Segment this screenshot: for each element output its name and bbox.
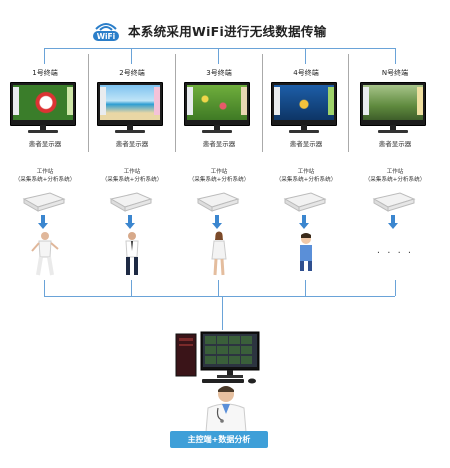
router-icon bbox=[22, 192, 66, 212]
arrow-down-icon bbox=[388, 215, 398, 229]
display-label: 患者显示器 bbox=[28, 140, 62, 148]
column-divider bbox=[88, 54, 89, 152]
patient-monitor bbox=[360, 82, 426, 126]
terminal-column: 2号终端 患者显示器 工作站（采集系统+分析系统） bbox=[87, 56, 177, 281]
display-label: 患者显示器 bbox=[115, 140, 149, 148]
bottom-connector-rise bbox=[218, 280, 219, 296]
column-divider bbox=[348, 54, 349, 152]
patient-monitor bbox=[97, 82, 163, 126]
top-connector-drop bbox=[131, 48, 132, 64]
main-control-label: 主控端+数据分析 bbox=[170, 431, 268, 448]
router-icon bbox=[109, 192, 153, 212]
workstation-label: 工作站（采集系统+分析系统） bbox=[101, 169, 163, 183]
router-icon bbox=[196, 192, 240, 212]
patient-monitor bbox=[271, 82, 337, 126]
router-icon bbox=[283, 192, 327, 212]
display-label: 患者显示器 bbox=[202, 140, 236, 148]
monitor-screen-underwater bbox=[274, 85, 334, 120]
terminal-label: 1号终端 bbox=[32, 69, 58, 77]
arrow-down-icon bbox=[299, 215, 309, 229]
arrow-down-icon bbox=[212, 215, 222, 229]
arrow-down-icon bbox=[38, 215, 48, 229]
patient-monitor bbox=[184, 82, 250, 126]
patient-figure-icon bbox=[31, 232, 59, 276]
top-connector-drop bbox=[395, 48, 396, 64]
terminal-column: N号终端 患者显示器 工作站（采集系统+分析系统） · · · · bbox=[350, 56, 440, 281]
terminal-label: 2号终端 bbox=[119, 69, 145, 77]
workstation-label: 工作站（采集系统+分析系统） bbox=[188, 169, 250, 183]
terminal-column: 3号终端 患者显示器 工作站（采集系统+分析系统） bbox=[174, 56, 264, 281]
top-connector-drop bbox=[44, 48, 45, 64]
column-divider bbox=[175, 54, 176, 152]
main-connector-drop bbox=[222, 296, 223, 330]
terminal-label: 4号终端 bbox=[293, 69, 319, 77]
workstation-label: 工作站（采集系统+分析系统） bbox=[364, 169, 426, 183]
monitor-screen-garden bbox=[187, 85, 247, 120]
workstation-label: 工作站（采集系统+分析系统） bbox=[14, 169, 76, 183]
monitor-screen-flower bbox=[13, 85, 73, 120]
page-title: 本系统采用WiFi进行无线数据传输 bbox=[128, 24, 327, 39]
bottom-connector-rise bbox=[395, 280, 396, 296]
wifi-logo-text: WiFi bbox=[97, 32, 116, 41]
doctor-figure-icon bbox=[205, 386, 247, 432]
terminal-column: 1号终端 患者显示器 工作站（采集系统+分析系统） bbox=[0, 56, 90, 281]
monitor-screen-forest bbox=[363, 85, 423, 120]
column-divider bbox=[262, 54, 263, 152]
top-connector-drop bbox=[218, 48, 219, 64]
top-connector-drop bbox=[305, 48, 306, 64]
bottom-connector-rise bbox=[131, 280, 132, 296]
bottom-connector-rise bbox=[305, 280, 306, 296]
main-computer-icon bbox=[175, 331, 260, 384]
bottom-connector-rise bbox=[44, 280, 45, 296]
arrow-down-icon bbox=[125, 215, 135, 229]
patient-figure-icon bbox=[300, 233, 312, 271]
wifi-logo-icon: WiFi bbox=[93, 23, 119, 41]
terminal-column: 4号终端 患者显示器 工作站（采集系统+分析系统） bbox=[261, 56, 351, 281]
patient-figure-icon bbox=[125, 232, 139, 275]
more-terminals-indicator: · · · · bbox=[376, 248, 414, 259]
terminal-label: N号终端 bbox=[381, 69, 409, 77]
monitor-screen-beach bbox=[100, 85, 160, 120]
patient-monitor bbox=[10, 82, 76, 126]
router-icon bbox=[372, 192, 416, 212]
patient-figure-icon bbox=[211, 231, 227, 276]
top-connector-line bbox=[44, 48, 395, 49]
terminal-label: 3号终端 bbox=[206, 69, 232, 77]
bottom-connector-line bbox=[44, 296, 395, 297]
display-label: 患者显示器 bbox=[289, 140, 323, 148]
display-label: 患者显示器 bbox=[378, 140, 412, 148]
workstation-label: 工作站（采集系统+分析系统） bbox=[275, 169, 337, 183]
